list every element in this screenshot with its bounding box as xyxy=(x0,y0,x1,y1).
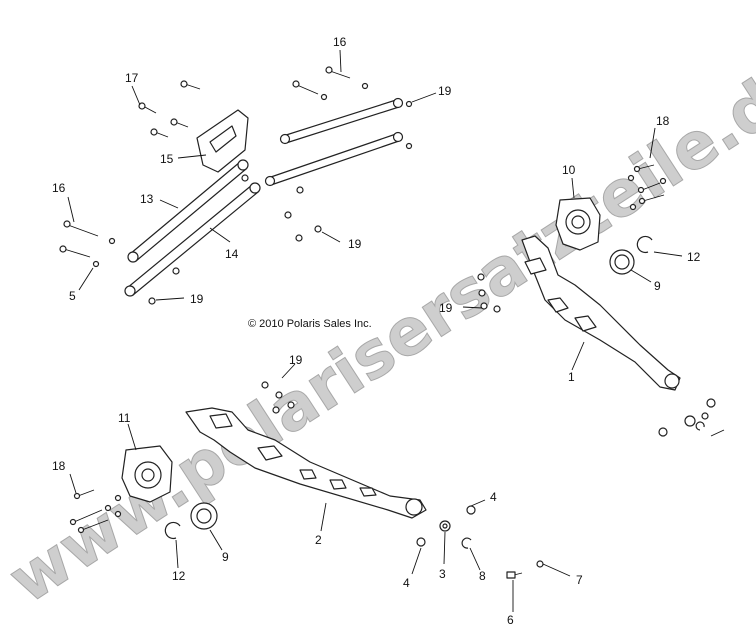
callout-12a: 12 xyxy=(687,250,701,264)
callout-18a: 18 xyxy=(656,114,670,128)
callout-14: 14 xyxy=(225,247,239,261)
callout-19a: 19 xyxy=(438,84,452,98)
callout-11: 11 xyxy=(118,411,131,425)
bracket-15 xyxy=(196,109,249,173)
copyright-text: © 2010 Polaris Sales Inc. xyxy=(248,318,372,330)
leader-lines xyxy=(67,49,683,612)
watermark-text: www.polarisersatzteile.de xyxy=(0,43,756,619)
trailing-arm-1 xyxy=(521,235,681,391)
control-rod-upper xyxy=(279,97,404,145)
snap-ring-12-left xyxy=(164,521,181,540)
callout-19e: 19 xyxy=(289,353,303,367)
callout-7: 7 xyxy=(576,573,583,587)
control-rod-13 xyxy=(127,159,249,263)
callout-16a: 16 xyxy=(333,35,347,49)
callout-10: 10 xyxy=(562,163,576,177)
callout-16b: 16 xyxy=(52,181,66,195)
callouts: 1 2 3 4 4 5 6 7 8 9 9 10 11 12 12 13 14 … xyxy=(52,35,701,626)
callout-19d: 19 xyxy=(439,301,453,315)
callout-2: 2 xyxy=(315,533,322,547)
nuts-19 xyxy=(148,174,501,414)
control-rod-lower xyxy=(264,131,404,187)
bolts-top-left xyxy=(59,66,413,268)
small-parts-bottom xyxy=(416,505,544,579)
callout-9b: 9 xyxy=(222,550,229,564)
bearing-9-right xyxy=(609,249,635,275)
callout-3: 3 xyxy=(439,567,446,581)
hardware-right-bottom xyxy=(658,398,725,437)
callout-12b: 12 xyxy=(172,569,186,583)
callout-19c: 19 xyxy=(190,292,204,306)
callout-17: 17 xyxy=(125,71,139,85)
bolts-left-18 xyxy=(69,489,122,534)
snap-ring-12-right xyxy=(636,235,653,254)
callout-13: 13 xyxy=(140,192,154,206)
callout-5: 5 xyxy=(69,289,76,303)
callout-4a: 4 xyxy=(403,576,410,590)
control-rod-14 xyxy=(124,182,261,297)
callout-15: 15 xyxy=(160,152,174,166)
bolts-right-18 xyxy=(627,164,667,211)
bearing-housing-11 xyxy=(121,445,173,503)
callout-1: 1 xyxy=(568,370,575,384)
callout-6: 6 xyxy=(507,613,514,626)
callout-9a: 9 xyxy=(654,279,661,293)
bearing-9-left xyxy=(190,502,218,530)
trailing-arm-2 xyxy=(185,407,427,519)
bearing-housing-10 xyxy=(555,197,601,251)
callout-8: 8 xyxy=(479,569,486,583)
callout-18b: 18 xyxy=(52,459,66,473)
callout-4b: 4 xyxy=(490,490,497,504)
callout-19b: 19 xyxy=(348,237,362,251)
